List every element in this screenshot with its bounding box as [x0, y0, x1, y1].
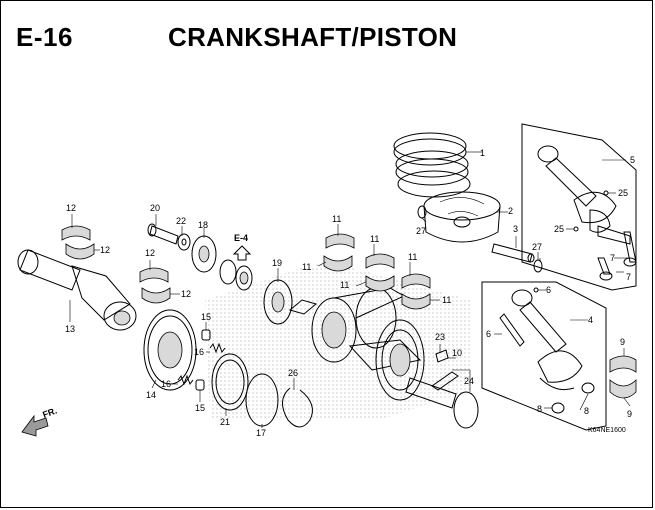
- conrod-bearing-9a[interactable]: [609, 355, 637, 373]
- callout-5: 5: [630, 155, 635, 165]
- spring-16b[interactable]: [177, 374, 194, 386]
- piston-pin[interactable]: [491, 243, 535, 263]
- callout-9a: 9: [620, 337, 625, 347]
- piston[interactable]: [423, 191, 501, 243]
- connecting-rod-lower[interactable]: [499, 289, 583, 391]
- callout-11b: 11: [370, 234, 379, 244]
- page-title: CRANKSHAFT/PISTON: [168, 22, 458, 52]
- crankshaft-drive-gear[interactable]: [143, 309, 197, 391]
- piston-rings[interactable]: [393, 132, 471, 198]
- callout-27a: 27: [416, 226, 426, 236]
- callout-23: 23: [435, 332, 445, 342]
- main-bearing-12a[interactable]: [61, 225, 91, 241]
- callout-3: 3: [513, 224, 518, 234]
- main-bearing-11b[interactable]: [323, 255, 353, 272]
- main-bearing-12b[interactable]: [65, 243, 95, 260]
- connecting-rod-upper[interactable]: [537, 145, 631, 245]
- bolt-20[interactable]: [147, 223, 179, 245]
- main-bearing-11d[interactable]: [365, 275, 395, 292]
- arrow-up-icon: [232, 245, 252, 261]
- main-bearing-11e[interactable]: [401, 273, 431, 289]
- callout-2: 2: [508, 206, 513, 216]
- callout-27b: 27: [532, 242, 542, 252]
- balancer-shaft[interactable]: [17, 249, 137, 331]
- callout-16b: 16: [161, 379, 171, 389]
- balancer-drive-gear[interactable]: [191, 235, 217, 273]
- callout-4: 4: [588, 315, 593, 325]
- main-bearing-11c[interactable]: [365, 253, 395, 269]
- front-direction-label: FR.: [41, 406, 58, 420]
- main-bearing-11f[interactable]: [401, 293, 431, 310]
- callout-20: 20: [150, 203, 160, 213]
- callout-11c: 11: [408, 252, 417, 262]
- callout-25b: 25: [554, 224, 564, 234]
- washer-22[interactable]: [177, 233, 191, 251]
- callout-11f: 11: [442, 295, 451, 305]
- callout-12b: 12: [100, 245, 110, 255]
- conrod-bearing-9b[interactable]: [609, 379, 637, 399]
- callout-6b: 6: [486, 329, 491, 339]
- callout-12a: 12: [66, 203, 76, 213]
- callout-25a: 25: [618, 188, 628, 198]
- callout-16a: 16: [194, 347, 204, 357]
- ring-21[interactable]: [211, 353, 249, 411]
- cam-chain-sprocket[interactable]: [453, 391, 479, 429]
- callout-11e: 11: [340, 280, 349, 290]
- callout-6a: 6: [546, 285, 551, 295]
- callout-19: 19: [272, 258, 282, 268]
- callout-14: 14: [146, 390, 156, 400]
- callout-21: 21: [220, 417, 230, 427]
- snap-ring-26[interactable]: [282, 387, 313, 428]
- callout-8a: 8: [537, 404, 542, 414]
- callout-17: 17: [256, 428, 266, 438]
- callout-12d: 12: [181, 289, 191, 299]
- callout-7b: 7: [626, 272, 631, 282]
- callout-18: 18: [198, 220, 208, 230]
- leader-lines: [69, 214, 631, 428]
- callout-12c: 12: [145, 248, 155, 258]
- callout-11d: 11: [302, 262, 311, 272]
- callout-8b: 8: [584, 406, 589, 416]
- damper-15b[interactable]: [195, 379, 205, 391]
- callout-24: 24: [464, 376, 474, 386]
- main-bearing-11a[interactable]: [325, 233, 355, 249]
- callout-labels: 1 2 3 4 5 6 6 7 7 8 8 9 9 10 11 11 11 11…: [41, 148, 635, 438]
- diagram-code: K64NE1600: [588, 427, 626, 434]
- main-bearing-12c[interactable]: [139, 267, 169, 283]
- callout-9b: 9: [627, 409, 632, 419]
- main-bearing-12d[interactable]: [141, 287, 171, 304]
- section-number: E-16: [16, 22, 73, 52]
- bearing-e4[interactable]: [219, 259, 253, 291]
- conrod-box-upper: [521, 123, 637, 291]
- callout-15b: 15: [195, 403, 205, 413]
- conrod-box-lower: [481, 281, 607, 431]
- callout-7a: 7: [610, 253, 615, 263]
- callout-1: 1: [480, 148, 485, 158]
- callout-10: 10: [452, 348, 462, 358]
- spring-16a[interactable]: [209, 342, 226, 354]
- callout-15a: 15: [201, 312, 211, 322]
- callout-13: 13: [65, 324, 75, 334]
- front-direction-arrow-icon: [21, 414, 49, 437]
- callout-11a: 11: [332, 214, 341, 224]
- section-reference-e4: E-4: [234, 233, 248, 243]
- callout-26: 26: [288, 368, 298, 378]
- callout-22: 22: [176, 216, 186, 226]
